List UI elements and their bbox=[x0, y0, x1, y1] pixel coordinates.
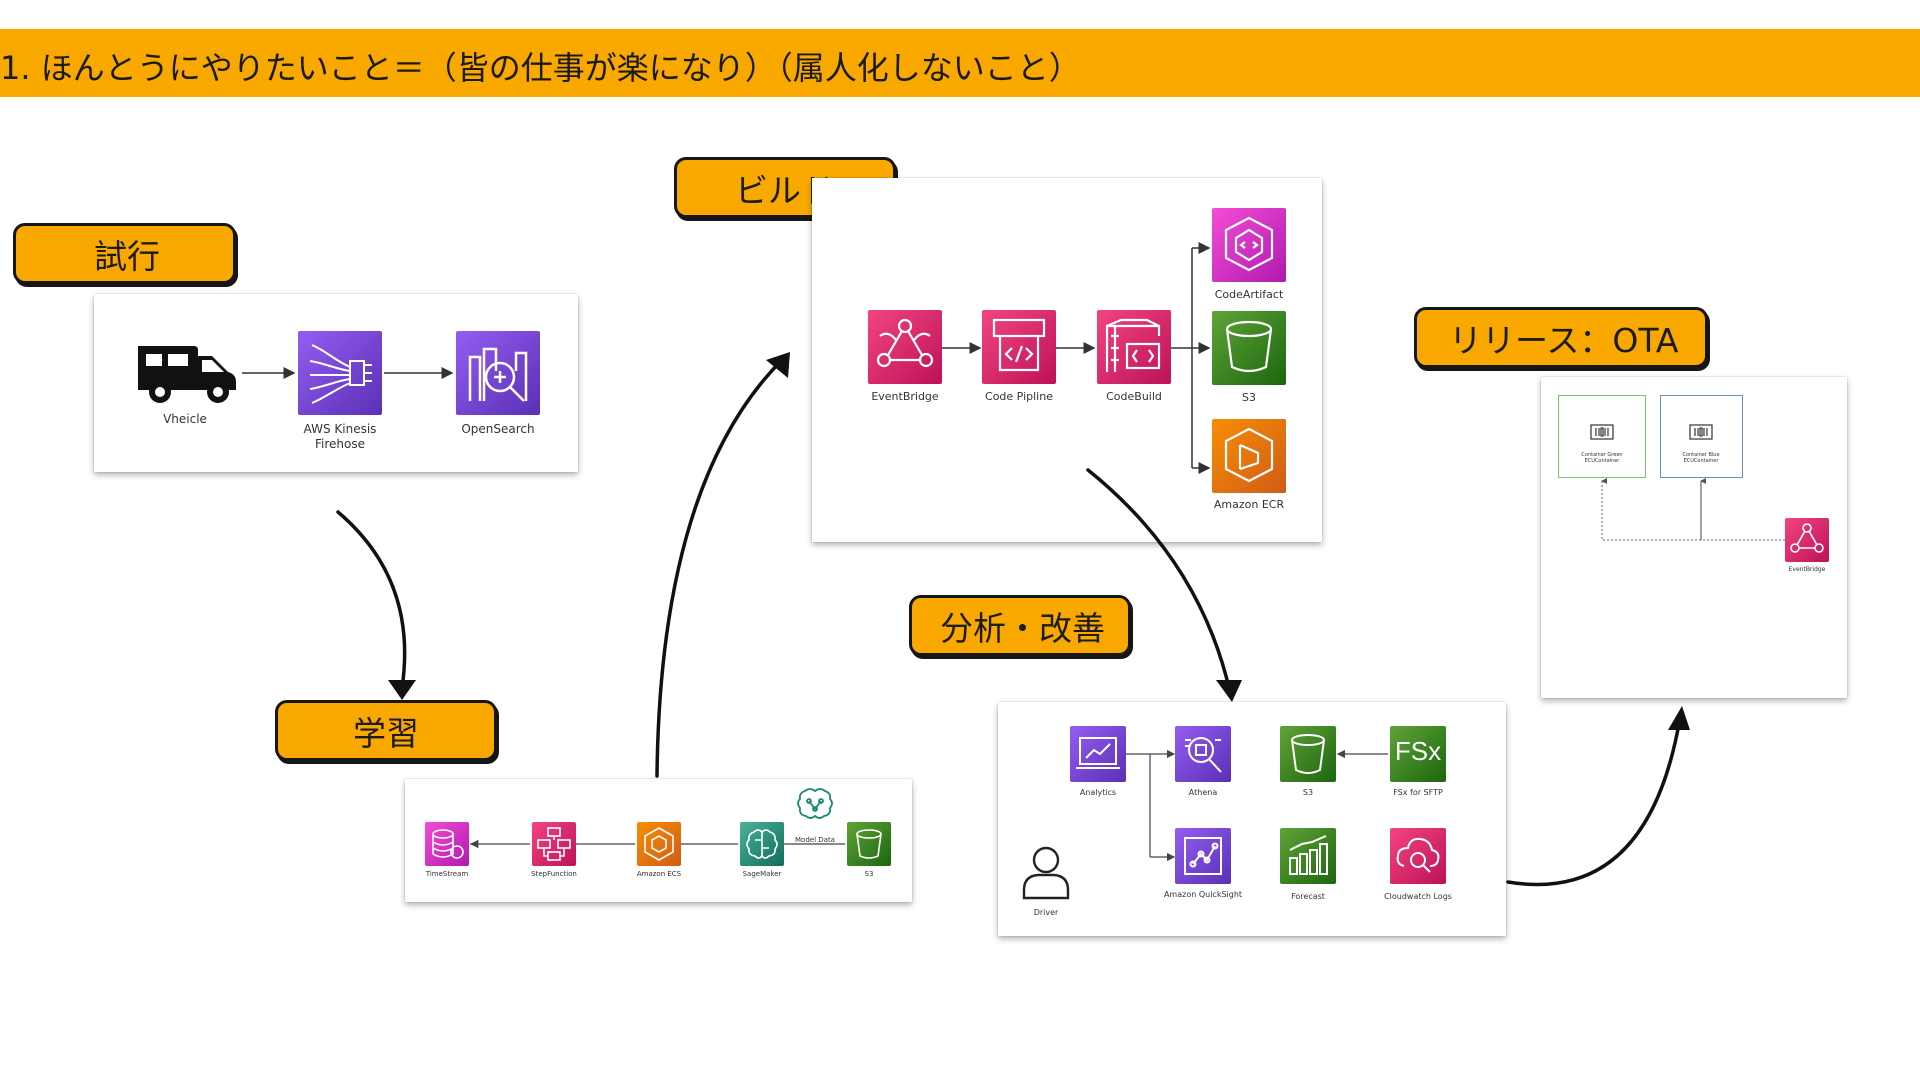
forecast-icon bbox=[1280, 828, 1336, 884]
kinesis-firehose-icon bbox=[298, 331, 382, 415]
arrow-analysis-to-release bbox=[1506, 716, 1682, 887]
truck-icon bbox=[132, 338, 242, 404]
label-learning-text: 学習 bbox=[353, 713, 419, 753]
arrowhead-learning-to-build bbox=[766, 352, 790, 378]
stepfunction-icon bbox=[532, 822, 576, 866]
learning-panel: TimeStream StepFunction Amazon ECS SageM… bbox=[405, 779, 912, 902]
quicksight-icon bbox=[1175, 828, 1231, 884]
stepfunction-caption: StepFunction bbox=[531, 870, 577, 878]
sagemaker-caption: SageMaker bbox=[742, 870, 782, 878]
build-panel: EventBridge Code Pipline CodeBuild CodeA… bbox=[812, 178, 1322, 542]
label-learning: 学習 bbox=[275, 700, 497, 761]
forecast-caption: Forecast bbox=[1291, 892, 1325, 901]
learning-connectors bbox=[470, 839, 845, 849]
container-green bbox=[1558, 395, 1646, 478]
label-trial-text: 試行 bbox=[94, 236, 160, 276]
fsx-caption: FSx for SFTP bbox=[1393, 788, 1443, 797]
label-release: リリース：OTA bbox=[1414, 307, 1708, 368]
timestream-caption: TimeStream bbox=[425, 870, 469, 878]
ecr-icon bbox=[1212, 419, 1286, 493]
container-blue bbox=[1660, 395, 1743, 478]
ecs-caption: Amazon ECS bbox=[636, 870, 682, 878]
label-analysis: 分析・改善 bbox=[909, 595, 1131, 656]
model-data-icon bbox=[793, 785, 837, 825]
analytics-caption: Analytics bbox=[1079, 788, 1117, 797]
athena-icon bbox=[1175, 726, 1231, 782]
s3-caption-build: S3 bbox=[1242, 391, 1256, 404]
quicksight-caption: Amazon QuickSight bbox=[1163, 890, 1243, 899]
fsx-tile-text: FSx bbox=[1394, 736, 1442, 766]
label-trial: 試行 bbox=[13, 223, 236, 284]
timestream-icon bbox=[425, 822, 469, 866]
codeartifact-icon bbox=[1212, 208, 1286, 282]
s3-caption-learning: S3 bbox=[864, 870, 874, 878]
driver-caption: Driver bbox=[1033, 908, 1059, 917]
container-green-chip-icon bbox=[1590, 424, 1614, 440]
title-bar: 1. ほんとうにやりたいこと＝（皆の仕事が楽になり）（属人化しないこと） bbox=[0, 29, 1920, 97]
ecs-icon bbox=[637, 822, 681, 866]
sagemaker-icon bbox=[740, 822, 784, 866]
athena-caption: Athena bbox=[1188, 788, 1218, 797]
cloudwatch-icon bbox=[1390, 828, 1446, 884]
code-pipeline-icon bbox=[982, 310, 1056, 384]
arrowhead-build-to-analysis bbox=[1216, 680, 1242, 702]
container-blue-caption: Container Blue ECUContainer bbox=[1682, 452, 1720, 465]
analysis-panel: Analytics Athena S3 FSx FSx for SFTP Ama… bbox=[998, 702, 1506, 936]
opensearch-caption: OpenSearch bbox=[461, 422, 535, 436]
trial-panel: Vheicle AWS Kinesis Firehose OpenSearch bbox=[94, 294, 578, 472]
analysis-connectors bbox=[1126, 749, 1388, 862]
arrow-trial-to-learning bbox=[336, 510, 407, 690]
kinesis-caption: AWS Kinesis Firehose bbox=[303, 422, 377, 451]
container-blue-chip-icon bbox=[1689, 424, 1713, 440]
analytics-icon bbox=[1070, 726, 1126, 782]
cloudwatch-caption: Cloudwatch Logs bbox=[1384, 892, 1452, 901]
release-connectors bbox=[1601, 478, 1785, 541]
eventbridge-icon-release bbox=[1785, 518, 1829, 562]
eventbridge-caption-release: EventBridge bbox=[1788, 566, 1826, 573]
eventbridge-caption: EventBridge bbox=[871, 390, 939, 403]
release-panel: Container Green ECUContainer Container B… bbox=[1541, 377, 1847, 698]
arrowhead-analysis-to-release bbox=[1668, 706, 1690, 730]
container-green-caption: Container Green ECUContainer bbox=[1581, 452, 1623, 465]
label-analysis-text: 分析・改善 bbox=[940, 608, 1105, 648]
fsx-icon: FSx bbox=[1390, 726, 1446, 782]
s3-icon-build bbox=[1212, 311, 1286, 385]
vehicle-caption: Vheicle bbox=[163, 412, 207, 426]
s3-icon-learning bbox=[847, 822, 891, 866]
codebuild-icon bbox=[1097, 310, 1171, 384]
code-pipeline-caption: Code Pipline bbox=[985, 390, 1053, 403]
eventbridge-icon bbox=[868, 310, 942, 384]
s3-icon-analysis bbox=[1280, 726, 1336, 782]
codeartifact-caption: CodeArtifact bbox=[1214, 288, 1284, 301]
trial-connectors bbox=[242, 367, 454, 379]
codebuild-caption: CodeBuild bbox=[1106, 390, 1162, 403]
page-title: 1. ほんとうにやりたいこと＝（皆の仕事が楽になり）（属人化しないこと） bbox=[0, 49, 1081, 87]
model-data-caption: Model Data bbox=[795, 836, 835, 844]
s3-caption-analysis: S3 bbox=[1302, 788, 1314, 797]
driver-user-icon bbox=[1018, 842, 1074, 902]
ecr-caption: Amazon ECR bbox=[1213, 498, 1285, 511]
arrow-learning-to-build bbox=[655, 356, 786, 778]
label-release-text: リリース：OTA bbox=[1449, 320, 1679, 360]
opensearch-icon bbox=[456, 331, 540, 415]
arrowhead-trial-to-learning bbox=[388, 680, 416, 700]
